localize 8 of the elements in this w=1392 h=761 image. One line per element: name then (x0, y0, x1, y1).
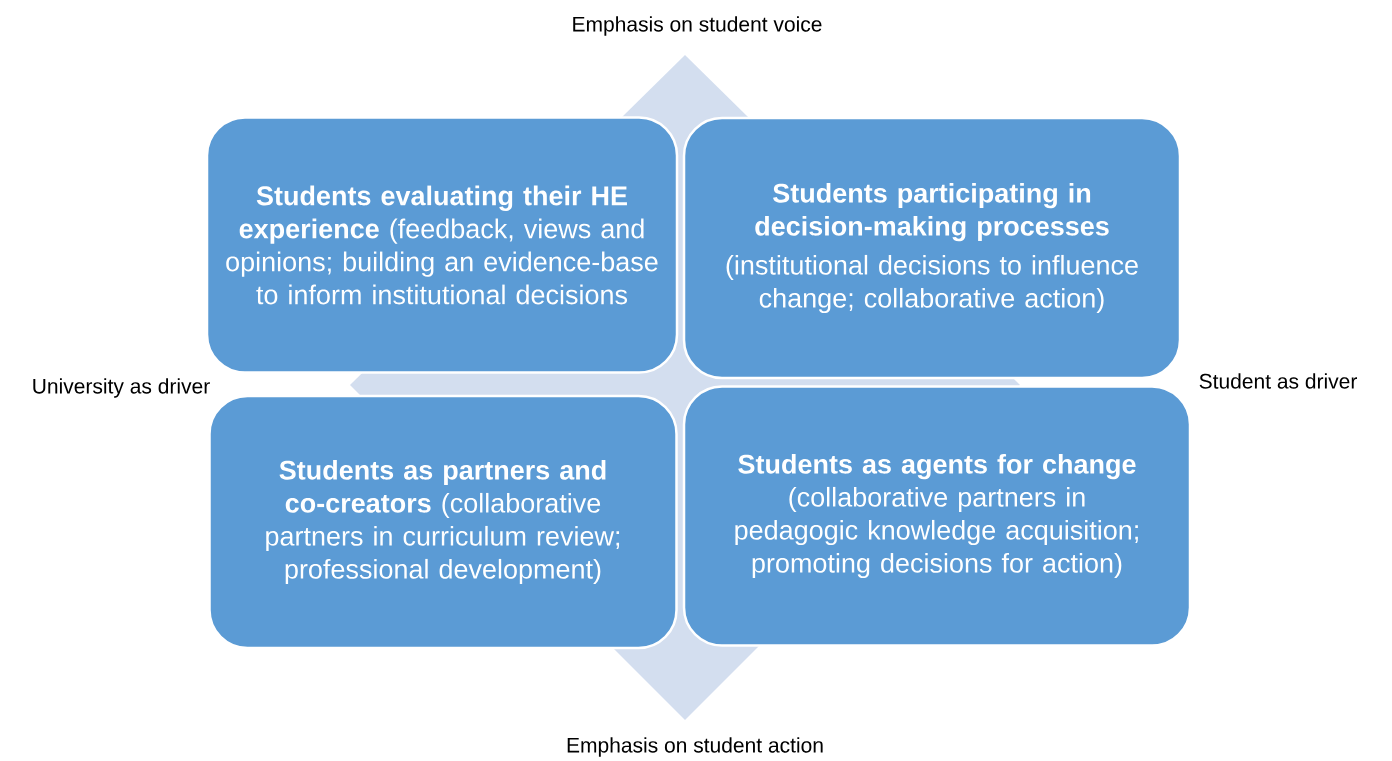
axis-label: Student as driver (1199, 373, 1357, 389)
axis-label: Emphasis on student voice (573, 16, 822, 36)
quadrant-box: Students evaluating their HE experience (feedback, views and opinions; building an evidence-base to inform institutional decisions (205, 116, 679, 374)
axis-label: University as driver (33, 378, 210, 398)
axis-label: Emphasis on student action (567, 737, 823, 757)
quadrant-box: Students participating in decision-making processes (institutional decisions to influence change; collaborative action) (682, 116, 1182, 380)
quadrant-box: Students as partners and co-creators (collaborative partners in curriculum review; professional development) (208, 394, 678, 650)
quadrant-box: Students as agents for change (collaborative partners in pedagogic knowledge acquisition; promoting decisions for action) (682, 385, 1192, 647)
